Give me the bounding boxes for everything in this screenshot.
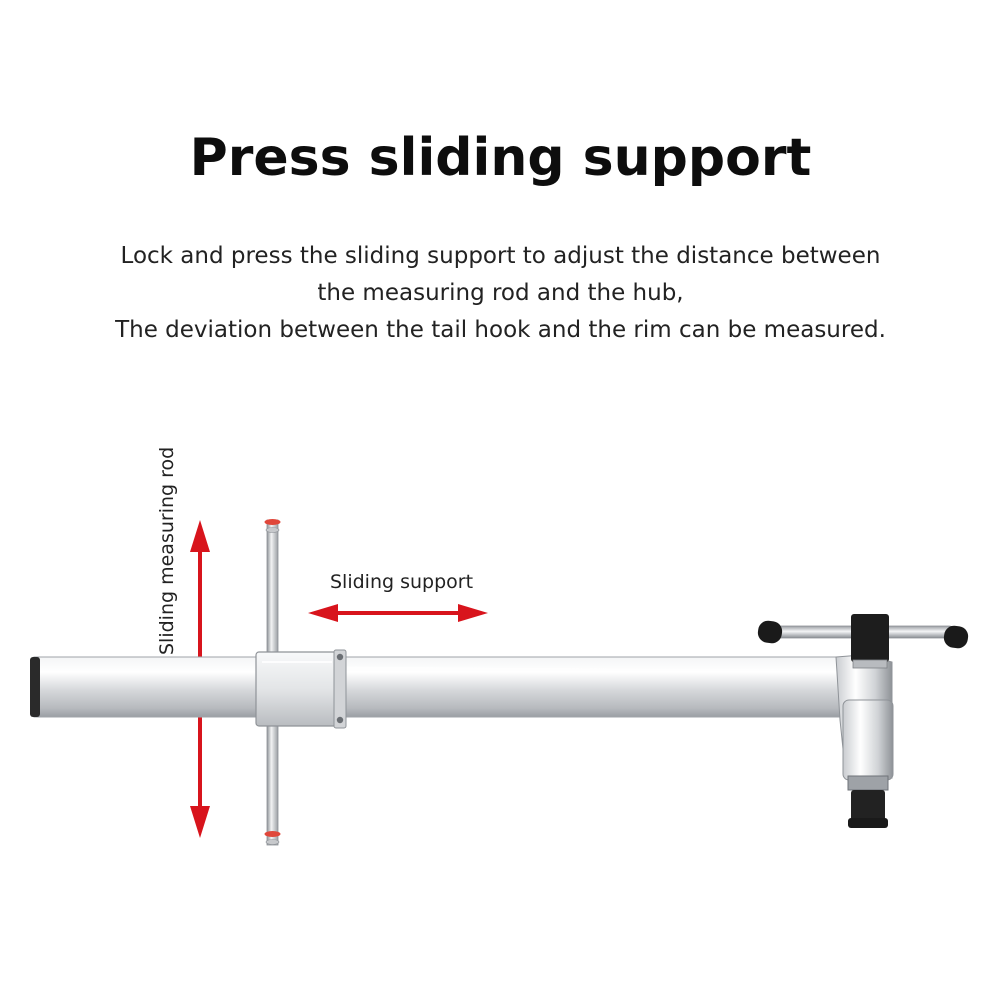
description: Lock and press the sliding support to ad… (60, 238, 941, 349)
page-title: Press sliding support (189, 128, 812, 188)
description-line-1: Lock and press the sliding support to ad… (120, 243, 881, 269)
main-bar (30, 656, 855, 718)
hub-head (835, 654, 894, 828)
sliding-support-label: Sliding support (330, 571, 474, 593)
horizontal-arrow-icon (308, 604, 488, 622)
t-handle (757, 614, 969, 669)
description-line-3: The deviation between the tail hook and … (115, 317, 886, 343)
description-line-2: the measuring rod and the hub, (317, 280, 684, 306)
sliding-support-block (255, 649, 347, 729)
